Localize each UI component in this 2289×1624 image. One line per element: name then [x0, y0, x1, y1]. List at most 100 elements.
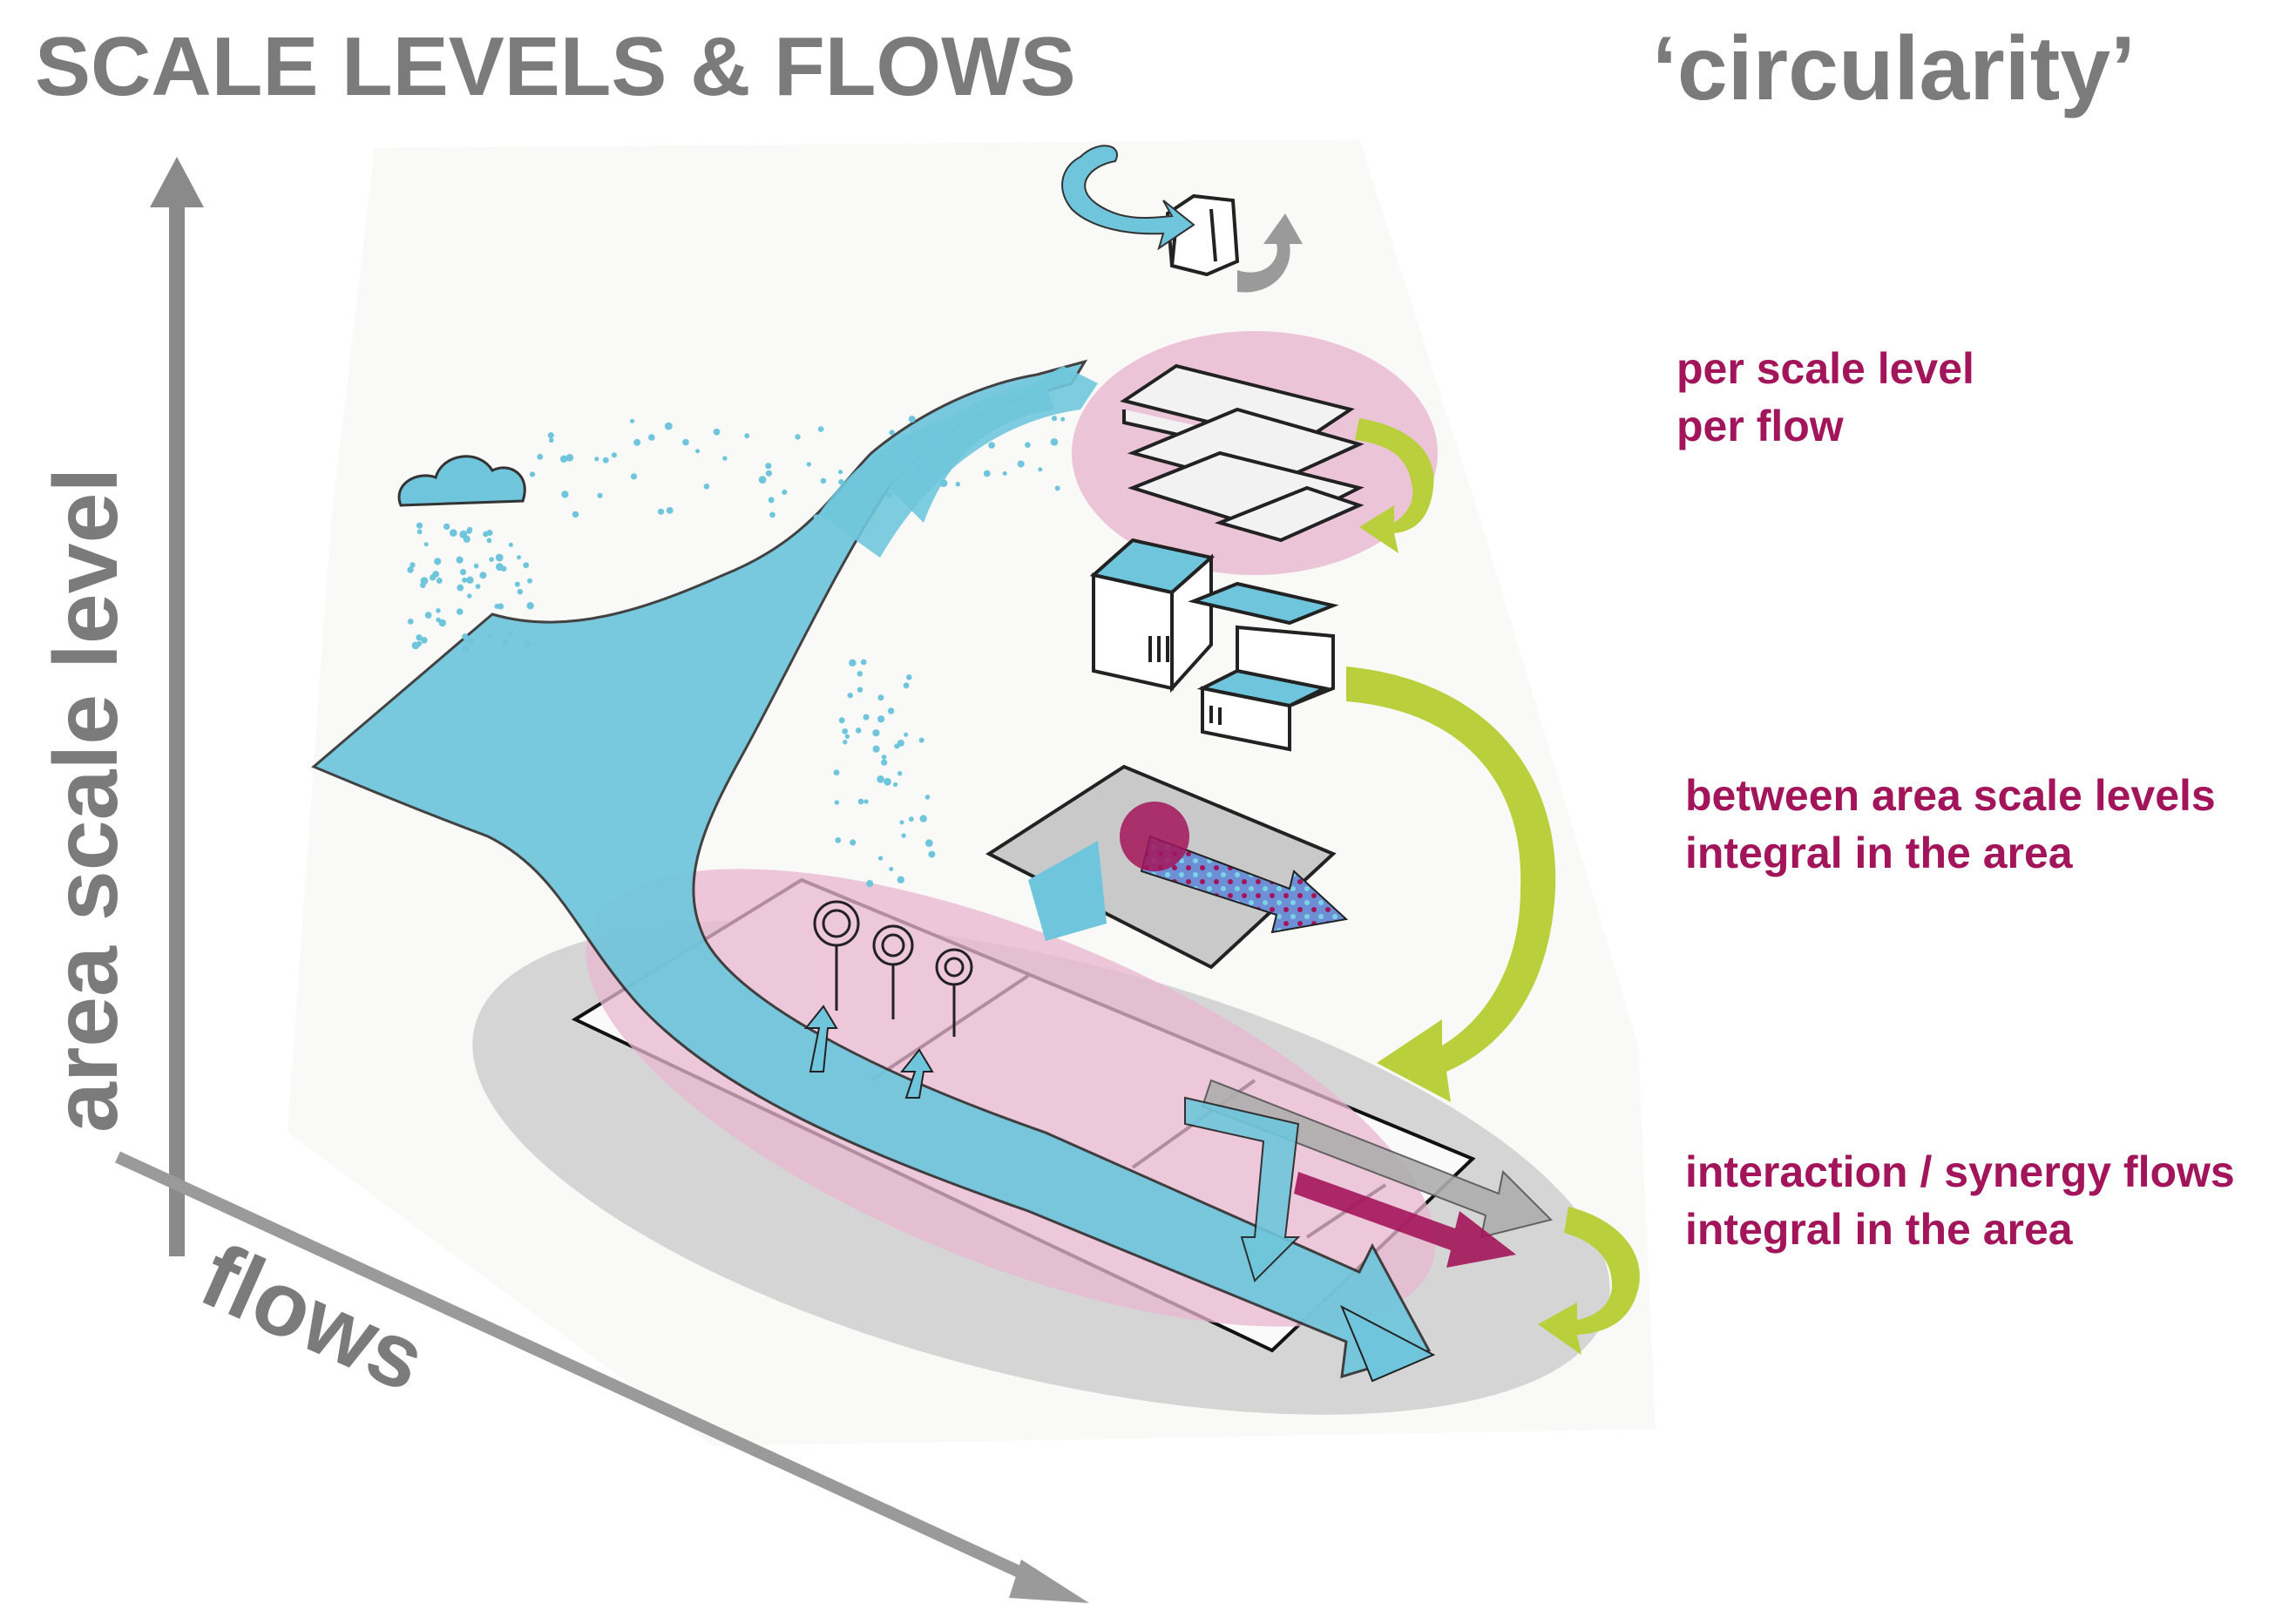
rain-drop: [1050, 438, 1059, 446]
rain-drop: [722, 456, 728, 461]
rain-drop: [436, 608, 441, 613]
rain-drop: [924, 795, 931, 800]
rain-drop: [526, 602, 534, 610]
rain-drop: [877, 715, 885, 723]
rain-drop: [744, 433, 750, 439]
rain-drop: [928, 433, 936, 441]
rain-drop: [889, 430, 895, 436]
rain-drop: [1060, 416, 1066, 422]
diagram-title: SCALE LEVELS & FLOWS: [35, 20, 1076, 113]
rain-drop: [1002, 470, 1007, 476]
rain-drop: [547, 432, 554, 439]
small-flow-arrows: [803, 1005, 934, 1099]
rain-drop: [496, 563, 504, 572]
rain-drop: [489, 557, 494, 562]
river-arrowhead: [1340, 1304, 1436, 1383]
rain-drop: [843, 740, 848, 745]
rain-drop: [407, 619, 414, 625]
rain-drop: [502, 639, 509, 646]
rain-drop: [486, 538, 492, 544]
annotation-line: per flow: [1676, 402, 1844, 450]
rain-drop: [475, 584, 481, 589]
y-axis: [150, 157, 204, 1256]
rain-drop: [443, 523, 450, 531]
rain-drop: [768, 497, 775, 504]
rain-drop: [527, 578, 532, 584]
rain-drop: [410, 562, 416, 568]
rain-drop: [884, 777, 891, 786]
rain-drop: [857, 687, 863, 693]
rain-drop: [924, 839, 933, 848]
rain-drop: [523, 562, 530, 569]
x-axis: [115, 1151, 1089, 1603]
rain-drop: [860, 659, 867, 666]
rain-drop: [1051, 416, 1058, 422]
rain-drop: [630, 418, 635, 423]
rain-drop: [908, 816, 914, 822]
rain-drop: [630, 473, 638, 480]
rain-drop: [955, 482, 961, 487]
rain-drop: [833, 769, 840, 776]
rain-drop: [456, 608, 464, 615]
rain-drop: [872, 745, 880, 753]
rain-drop: [416, 529, 423, 535]
rain-drop: [487, 633, 493, 639]
rain-drop: [924, 459, 932, 466]
rain-drop: [863, 799, 869, 804]
rain-drop: [457, 584, 464, 592]
rain-drop: [529, 471, 536, 477]
rain-drop: [758, 476, 767, 484]
rain-drop: [889, 867, 894, 871]
rain-drop: [795, 434, 801, 440]
annotation-between-levels: between area scale levels integral in th…: [1685, 767, 2216, 882]
rain-drop: [903, 682, 910, 689]
rain-drop: [899, 820, 904, 825]
rain-drop: [908, 440, 915, 447]
door-element: [1165, 193, 1240, 277]
rain-drop: [467, 593, 472, 599]
diagram-subtitle: ‘circularity’: [1652, 18, 2136, 119]
rain-drop: [517, 555, 521, 560]
rain-drop: [657, 508, 665, 515]
rain-drop: [904, 732, 909, 737]
rain-drop: [806, 462, 811, 467]
rain-drop: [919, 815, 927, 822]
rain-drop: [877, 856, 884, 861]
rain-drop: [682, 438, 689, 446]
rain-drop: [928, 438, 937, 447]
lime-arrow-down: [1346, 667, 1556, 1102]
rain-drop: [407, 566, 414, 573]
rain-drop: [462, 577, 468, 583]
rain-drop: [855, 727, 862, 734]
rain-drop: [847, 693, 853, 699]
rain-drop: [817, 426, 824, 432]
rain-drop: [782, 489, 788, 496]
rain-drop: [473, 563, 479, 569]
annotation-line: per scale level: [1676, 344, 1974, 393]
rain-drop: [902, 450, 908, 457]
rain-drop: [450, 529, 457, 537]
rain-drop: [917, 468, 923, 474]
rain-drop: [927, 471, 934, 478]
rain-drop: [835, 837, 842, 843]
rain-drop: [1025, 442, 1031, 448]
rain-drop: [983, 470, 991, 477]
rain-drop: [833, 499, 839, 505]
rain-drop: [611, 452, 618, 458]
rain-drop: [834, 800, 840, 805]
rain-drop: [877, 775, 884, 783]
rain-drop: [561, 491, 569, 498]
rain-drop: [597, 492, 603, 498]
rain-drop: [887, 707, 895, 714]
annotation-line: integral in the area: [1685, 829, 2073, 877]
gray-cycle-arrow: [1237, 213, 1303, 293]
rain-drop: [850, 839, 857, 846]
rain-drop: [906, 674, 912, 680]
rain-drop: [939, 479, 948, 488]
rain-drop: [703, 484, 710, 490]
rain-drop: [1054, 485, 1060, 491]
rain-drop: [886, 491, 893, 498]
rain-drop: [664, 422, 673, 430]
